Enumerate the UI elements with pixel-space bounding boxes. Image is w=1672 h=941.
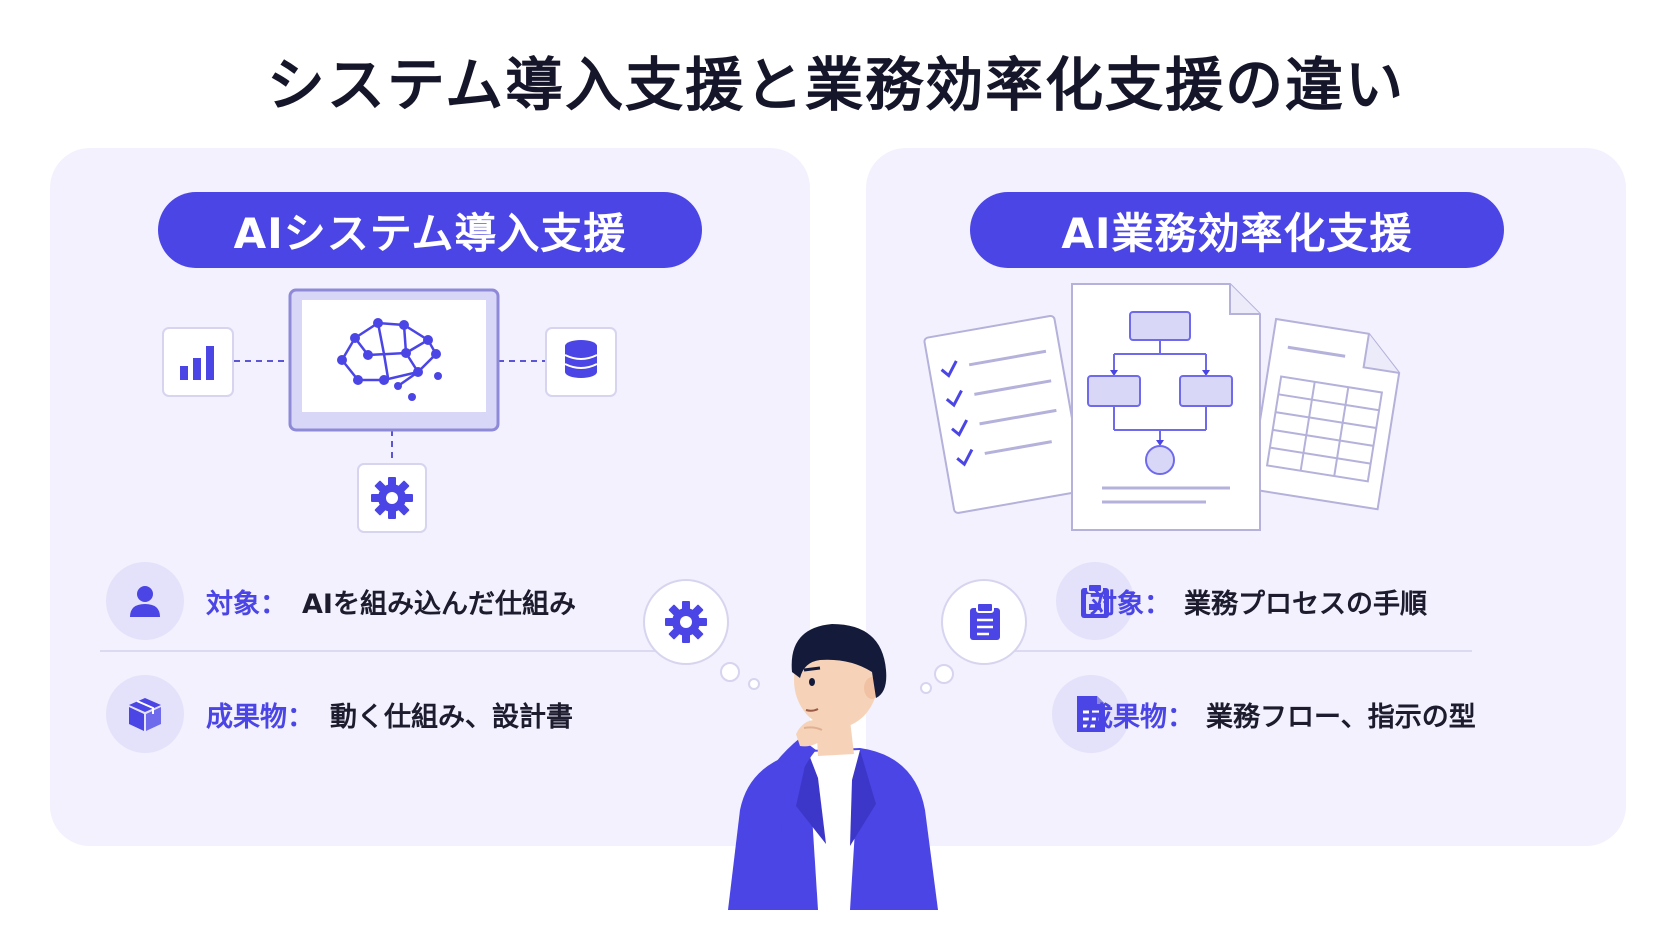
row-divider [100,650,656,652]
deliverable-label: 成果物： [1086,702,1194,733]
gear-icon [357,463,427,533]
document-icon [1052,675,1130,753]
bar-chart-icon [162,327,234,397]
target-row: 対象： 業務プロセスの手順 [866,560,1626,640]
system-support-heading: AIシステム導入支援 [158,192,702,268]
deliverable-label: 成果物： [206,702,314,733]
flowchart-document-icon [1071,283,1261,531]
document-illustration [923,283,1401,531]
target-value: 業務プロセスの手順 [1184,589,1427,620]
deliverable-row: 成果物： 動く仕組み、設計書 [50,673,810,753]
person-icon [106,562,184,640]
efficiency-support-heading: AI業務効率化支援 [970,192,1504,268]
target-label: 対象： [1090,589,1171,620]
target-row: 対象： AIを組み込んだ仕組み [50,560,810,640]
checklist-document-icon [923,314,1086,514]
row-divider [986,650,1472,652]
system-illustration [162,288,617,533]
target-label: 対象： [206,589,287,620]
deliverable-value: 動く仕組み、設計書 [330,702,573,733]
database-icon [545,327,617,397]
neural-network-icon [288,288,500,432]
deliverable-row: 成果物： 業務フロー、指示の型 [866,673,1626,753]
page-title: システム導入支援と業務効率化支援の違い [266,51,1406,119]
deliverable-value: 業務フロー、指示の型 [1206,702,1476,733]
clipboard-icon [1056,562,1134,640]
table-document-icon [1248,317,1401,511]
efficiency-support-panel: AI業務効率化支援 [866,148,1626,846]
box-icon [106,675,184,753]
thinking-person-illustration [728,624,938,910]
system-support-panel: AIシステム導入支援 [50,148,810,846]
target-value: AIを組み込んだ仕組み [302,589,576,620]
